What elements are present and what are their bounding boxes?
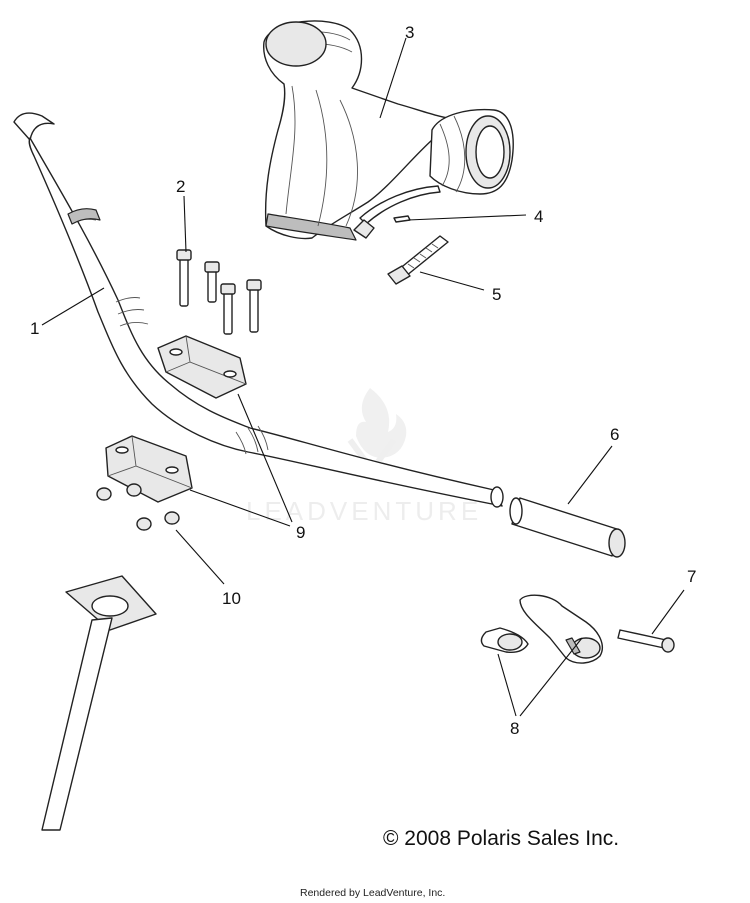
nut-4: [164, 511, 180, 525]
callout-labels: 1 2 3 4 5 6 7 8 9 10: [30, 23, 696, 738]
nut-3: [136, 517, 152, 531]
callout-8: 8: [510, 719, 519, 738]
callout-9: 9: [296, 523, 305, 542]
callout-7: 7: [687, 567, 696, 586]
handlebar-clamps: [105, 335, 247, 503]
callout-5: 5: [492, 285, 501, 304]
bar-ends: [480, 594, 604, 664]
callout-4: 4: [534, 207, 543, 226]
nuts: [96, 483, 180, 531]
pad-retainer: [353, 185, 441, 239]
bolt-3: [220, 283, 236, 335]
watermark-text: LEADVENTURE: [246, 496, 482, 526]
nut-2: [126, 483, 142, 497]
callout-3: 3: [405, 23, 414, 42]
handlebar-pad: [263, 20, 514, 241]
end-bolt: [617, 629, 675, 653]
bolt-1: [176, 249, 192, 307]
leadventure-watermark: LEADVENTURE: [246, 388, 482, 526]
callout-6: 6: [610, 425, 619, 444]
callout-2: 2: [176, 177, 185, 196]
clamp-bolts: [176, 249, 262, 335]
grip: [509, 497, 626, 558]
callout-10: 10: [222, 589, 241, 608]
upper-clamp: [157, 335, 247, 399]
callout-1: 1: [30, 319, 39, 338]
bolt-4: [246, 279, 262, 333]
hook-strap: [387, 235, 449, 285]
rendered-by-credit: Rendered by LeadVenture, Inc.: [300, 887, 446, 899]
nut-1: [96, 487, 112, 501]
lower-clamp: [105, 435, 193, 503]
steering-post: [41, 575, 157, 831]
handlebar: [13, 112, 504, 508]
copyright-notice: © 2008 Polaris Sales Inc.: [383, 827, 620, 850]
bolt-2: [204, 261, 220, 303]
leader-lines: [41, 37, 685, 717]
